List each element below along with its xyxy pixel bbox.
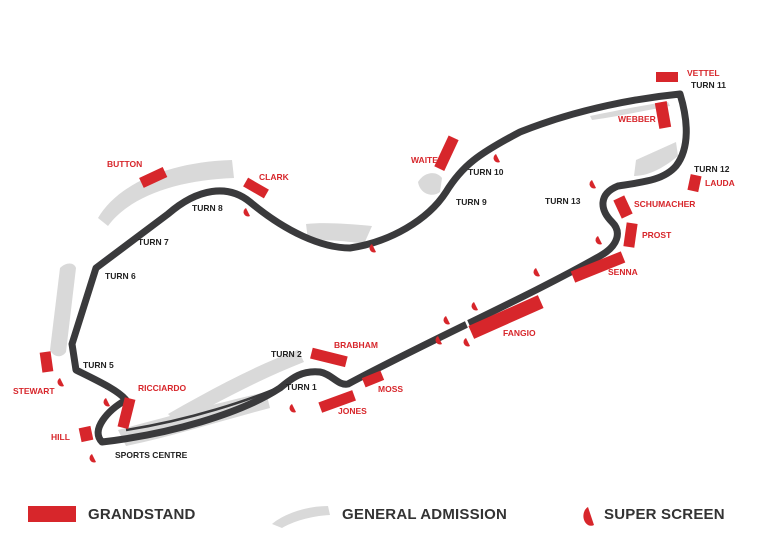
sports-centre-label: SPORTS CENTRE	[115, 450, 188, 460]
moss-label: MOSS	[378, 384, 403, 394]
super-screen-10	[435, 336, 442, 345]
super-screen-7	[471, 302, 478, 311]
turn-13-label: TURN 13	[545, 196, 581, 206]
lauda-label: LAUDA	[705, 178, 735, 188]
turn-11-label: TURN 11	[691, 80, 726, 90]
grandstand-lauda	[687, 174, 702, 193]
clark-label: CLARK	[259, 172, 290, 182]
senna-label: SENNA	[608, 267, 638, 277]
ga-waite	[418, 173, 442, 195]
turn-labels: TURN 11 TURN 12 TURN 13 TURN 10 TURN 9 T…	[83, 80, 730, 460]
super-screen-13	[57, 378, 64, 387]
grandstand-senna	[570, 251, 626, 283]
grandstand-webber	[654, 101, 672, 129]
brabham-label: BRABHAM	[334, 340, 378, 350]
super-screen-1	[243, 208, 250, 217]
super-screen-12	[103, 398, 110, 407]
jones-label: JONES	[338, 406, 367, 416]
grandstand-button	[139, 166, 168, 188]
super-screen-8	[443, 316, 450, 325]
super-screen-14	[89, 454, 96, 463]
grandstand-ricciardo	[117, 397, 136, 430]
super-screen-3	[493, 154, 500, 163]
pit-lane	[125, 384, 283, 432]
hill-label: HILL	[51, 432, 70, 442]
legend-super-screen-label: SUPER SCREEN	[604, 506, 725, 523]
grandstand-schumacher	[613, 195, 633, 219]
legend-super-screen-swatch	[583, 507, 594, 526]
waite-label: WAITE	[411, 155, 438, 165]
grandstand-jones	[318, 390, 356, 413]
super-screen-5	[595, 236, 602, 245]
super-screen-6	[533, 268, 540, 277]
super-screen-9	[463, 338, 470, 347]
ga-turn12	[634, 142, 678, 176]
ricciardo-label: RICCIARDO	[138, 383, 187, 393]
ga-brabham	[168, 350, 304, 424]
vettel-label: VETTEL	[687, 68, 720, 78]
super-screen-2	[369, 244, 376, 253]
super-screens	[57, 154, 602, 463]
grandstand-labels: VETTEL WEBBER LAUDA SCHUMACHER PROST SEN…	[13, 68, 735, 442]
grandstand-fangio	[468, 295, 544, 339]
turn-1-label: TURN 1	[286, 382, 317, 392]
turn-9-label: TURN 9	[456, 197, 487, 207]
race-track	[68, 90, 690, 446]
fangio-label: FANGIO	[503, 328, 536, 338]
turn-6-label: TURN 6	[105, 271, 136, 281]
turn-8-label: TURN 8	[192, 203, 223, 213]
ga-button	[98, 160, 234, 226]
prost-label: PROST	[642, 230, 672, 240]
super-screen-4	[589, 180, 596, 189]
legend-general-admission-swatch	[272, 506, 330, 528]
stewart-label: STEWART	[13, 386, 55, 396]
grandstand-moss	[361, 370, 385, 388]
grandstand-waite	[434, 135, 459, 171]
turn-5-label: TURN 5	[83, 360, 114, 370]
grandstands	[39, 72, 702, 443]
schumacher-label: SCHUMACHER	[634, 199, 695, 209]
grandstand-hill	[78, 425, 94, 443]
webber-label: WEBBER	[618, 114, 656, 124]
legend-grandstand-swatch	[28, 506, 76, 522]
grandstand-clark	[243, 177, 269, 199]
grandstand-brabham	[310, 347, 348, 368]
grandstand-vettel	[656, 72, 678, 82]
ga-stewart	[50, 263, 76, 357]
grandstand-stewart	[39, 351, 54, 373]
turn-10-label: TURN 10	[468, 167, 504, 177]
grandstand-prost	[623, 222, 638, 248]
ga-clark	[306, 223, 372, 244]
turn-7-label: TURN 7	[138, 237, 169, 247]
super-screen-11	[289, 404, 296, 413]
turn-2-label: TURN 2	[271, 349, 302, 359]
legend-general-admission-label: GENERAL ADMISSION	[342, 506, 508, 523]
ga-webber	[590, 102, 670, 120]
legend-grandstand-label: GRANDSTAND	[88, 506, 196, 523]
legend-symbols	[28, 506, 594, 528]
button-label: BUTTON	[107, 159, 142, 169]
turn-12-label: TURN 12	[694, 164, 730, 174]
